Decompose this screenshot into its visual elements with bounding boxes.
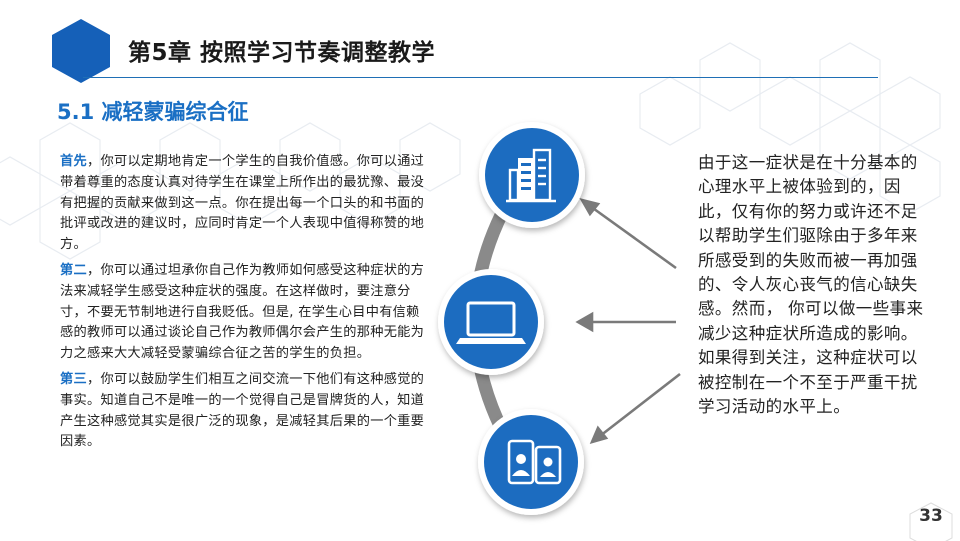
section-title: 5.1 减轻蒙骗综合征 bbox=[57, 100, 249, 124]
hexagon-logo-icon bbox=[52, 19, 110, 83]
circle-laptop bbox=[438, 269, 544, 375]
paragraph-lead: 首先 bbox=[60, 154, 87, 169]
paragraph-second: 第二，你可以通过坦承你自己作为教师如何感受这种症状的方法来减轻学生感受这种症状的… bbox=[60, 261, 432, 365]
right-text-block: 由于这一症状是在十分基本的心理水平上被体验到的，因此，仅有你的努力或许还不足以帮… bbox=[698, 153, 924, 417]
paragraph-lead: 第三 bbox=[60, 371, 87, 387]
chapter-title: 第5章 按照学习节奏调整教学 bbox=[128, 40, 436, 66]
left-text-column: 首先，你可以定期地肯定一个学生的自我价值感。你可以通过带着尊重的态度认真对待学生… bbox=[60, 152, 432, 458]
paragraph-body: ，你可以定期地肯定一个学生的自我价值感。你可以通过带着尊重的态度认真对待学生在课… bbox=[60, 154, 425, 253]
paragraph-body: ，你可以通过坦承你自己作为教师如何感受这种症状的方法来减轻学生感受这种症状的强度… bbox=[60, 262, 425, 362]
paragraph-first: 首先，你可以定期地肯定一个学生的自我价值感。你可以通过带着尊重的态度认真对待学生… bbox=[60, 152, 432, 256]
pointer-arrows bbox=[575, 197, 681, 445]
paragraph-third: 第三，你可以鼓励学生们相互之间交流一下他们有这种感觉的事实。知道自己不是唯一的一… bbox=[60, 370, 432, 453]
contact-cards-icon bbox=[507, 439, 562, 485]
header-divider bbox=[83, 77, 878, 78]
page-badge-icon bbox=[909, 502, 953, 541]
paragraph-lead: 第二 bbox=[60, 262, 87, 278]
laptop-icon bbox=[456, 301, 526, 344]
paragraph-body: ，你可以鼓励学生们相互之间交流一下他们有这种感觉的事实。知道自己不是唯一的一个觉… bbox=[60, 371, 425, 450]
page-number: 33 bbox=[919, 506, 943, 526]
circle-contacts bbox=[478, 409, 584, 515]
